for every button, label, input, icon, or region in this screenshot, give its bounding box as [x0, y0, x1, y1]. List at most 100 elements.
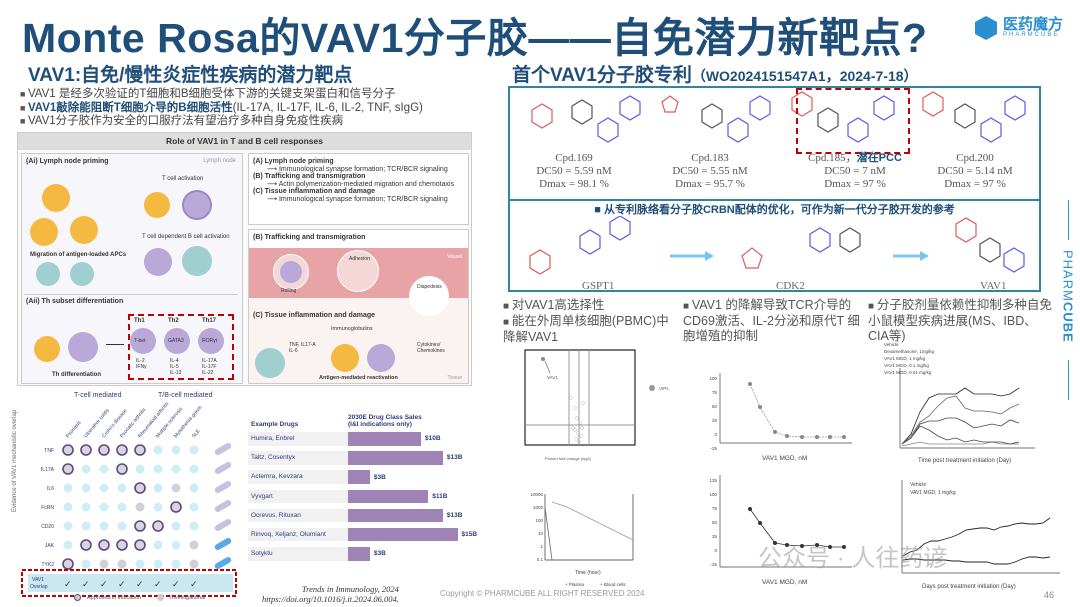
svg-text:Vehicle: Vehicle: [884, 342, 899, 347]
svg-text:125: 125: [709, 478, 717, 483]
logo-cn: 医药魔方: [1003, 16, 1064, 33]
svg-text:Time (hour): Time (hour): [575, 570, 601, 576]
svg-text:+ Blood cells: + Blood cells: [600, 582, 626, 587]
svg-text:VIPs: VIPs: [659, 386, 669, 391]
sales-bar-chart: Example Drugs 2030E Drug Class Sales (I&…: [248, 412, 480, 566]
col2-bullets: VAV1 的降解导致TCR介导的CD69激活、IL-2分泌和原代T 细胞增殖的抑…: [683, 298, 863, 344]
left-heading: VAV1:自免/慢性炎症性疾病的潜力靶点: [28, 65, 353, 86]
ms-model-chart: Vehicle Dexamethasone, 1mg/kg VAV1 MGD, …: [884, 342, 1035, 464]
sales-row: Vyvgart$11B: [248, 489, 480, 504]
volcano-plot: VAV1 VIPs Protein fold-change (log2): [524, 349, 669, 461]
svg-text:FcRN: FcRN: [41, 505, 54, 511]
svg-text:50: 50: [712, 520, 718, 525]
svg-text:100: 100: [709, 492, 717, 497]
svg-text:JAK: JAK: [45, 543, 55, 549]
svg-text:✓: ✓: [82, 579, 90, 589]
svg-text:✓: ✓: [64, 579, 72, 589]
cd69-chart: 100 75 50 25 0 -25 VAV1 MGD, nM: [709, 373, 852, 462]
col1-bullets: 对VAV1高选择性能在外周单核细胞(PBMC)中降解VAV1: [503, 298, 673, 345]
copyright: Copyright © PHARMCUBE ALL RIGHT RESERVED…: [440, 589, 645, 598]
svg-text:10: 10: [538, 531, 544, 536]
svg-text:25: 25: [712, 418, 718, 423]
svg-text:SLE: SLE: [191, 428, 202, 440]
legend-panel: (A) Lymph node priming⟶ Immunological sy…: [248, 153, 469, 225]
svg-text:Psoriasis: Psoriasis: [65, 420, 83, 440]
panel-trafficking: (B) Trafficking and transmigration Rolli…: [248, 229, 469, 384]
svg-text:CD20: CD20: [41, 524, 54, 530]
svg-text:VAV1 MGD, nM: VAV1 MGD, nM: [762, 455, 807, 462]
pcc-highlight: [796, 88, 910, 154]
panel-lymph-node: (Ai) Lymph node priming Lymph node T cel…: [21, 153, 243, 384]
sales-row: Actemra, Kevzara$3B: [248, 470, 480, 484]
svg-text:TYK2: TYK2: [41, 562, 54, 568]
svg-text:✓: ✓: [154, 579, 162, 589]
svg-text:IL17A: IL17A: [41, 467, 55, 473]
svg-text:✓: ✓: [136, 579, 144, 589]
svg-text:✓: ✓: [100, 579, 108, 589]
svg-text:0.1: 0.1: [537, 557, 544, 562]
il2-chart: 125 100 75 50 25 0 -25 VAV1 MGD, nM: [709, 475, 852, 586]
svg-text:VAV1 MGD, 0.01 mg/kg: VAV1 MGD, 0.01 mg/kg: [884, 370, 932, 375]
sales-row: Sotyktu$3B: [248, 547, 480, 561]
svg-text:✓: ✓: [190, 579, 198, 589]
svg-text:VAV1 MGD, 1 mg/kg: VAV1 MGD, 1 mg/kg: [910, 490, 956, 496]
svg-text:50: 50: [712, 404, 718, 409]
sales-row: Humira, Enbrel$10B: [248, 432, 480, 446]
page-title: Monte Rosa的VAV1分子胶——自免潜力新靶点?: [22, 15, 928, 61]
svg-text:100: 100: [709, 376, 717, 381]
svg-text:VAV1: VAV1: [547, 375, 558, 380]
svg-text:-25: -25: [710, 446, 717, 451]
th-subset-highlight: [128, 314, 234, 380]
svg-text:VAV1 MGD, nM: VAV1 MGD, nM: [762, 579, 807, 586]
svg-text:Time post treatment initiation: Time post treatment initiation (Day): [918, 458, 1011, 464]
crbn-note: ■ 从专利脉络看分子胶CRBN配体的优化，可作为新一代分子胶开发的参考: [594, 204, 955, 216]
svg-text:✓: ✓: [172, 579, 180, 589]
bullet: VAV1分子胶作为安全的口服疗法有望治疗多种自身免疫性疾病: [20, 115, 423, 129]
label-vav1: VAV1: [980, 280, 1007, 292]
svg-text:VAV1 MGD, 0.1 mg/kg: VAV1 MGD, 0.1 mg/kg: [884, 363, 929, 368]
indication-matrix: T-cell mediated T/B-cell mediated Eviden…: [12, 392, 243, 604]
cube-icon: [975, 16, 997, 40]
compound-structures: [531, 91, 1026, 143]
svg-text:25: 25: [712, 534, 718, 539]
svg-text:10000: 10000: [530, 492, 543, 497]
logo-en: PHARMCUBE: [1003, 32, 1060, 38]
svg-text:IL6: IL6: [47, 486, 54, 492]
right-heading: 首个VAV1分子胶专利（WO2024151547A1，2024-7-18）: [512, 65, 918, 86]
svg-text:1: 1: [540, 544, 543, 549]
figure-title: Role of VAV1 in T and B cell responses: [18, 133, 471, 150]
svg-text:100: 100: [535, 518, 543, 523]
svg-text:TNF: TNF: [44, 448, 54, 454]
svg-text:75: 75: [712, 390, 718, 395]
svg-text:-25: -25: [710, 562, 717, 567]
sales-row: Taltz, Cosentyx$13B: [248, 451, 480, 465]
col3-bullets: 分子胶剂量依赖性抑制多种自免小鼠模型疾病进展(MS、IBD、CIA等): [868, 298, 1053, 344]
svg-text:0: 0: [714, 548, 717, 553]
svg-text:VAV1 MGD, 1 mg/kg: VAV1 MGD, 1 mg/kg: [884, 356, 926, 361]
bullet-bold: VAV1敲除能阻断T细胞介导的B细胞活性(IL-17A, IL-17F, IL-…: [20, 102, 423, 116]
matrix-grid: Psoriasis Ulcerative colitis Crohn's dis…: [21, 402, 237, 597]
bullet: VAV1 是经多次验证的T细胞和B细胞受体下游的关键支架蛋白和信号分子: [20, 88, 423, 102]
svg-text:Dexamethasone, 1mg/kg: Dexamethasone, 1mg/kg: [884, 349, 935, 354]
ligand-evolution: [529, 216, 1025, 275]
svg-text:Protein fold-change (log2): Protein fold-change (log2): [545, 456, 592, 461]
cia-model-chart: Vehicle VAV1 MGD, 1 mg/kg Days post trea…: [901, 480, 1060, 590]
page-number: 46: [1044, 590, 1055, 600]
label-cdk2: CDK2: [776, 280, 805, 292]
svg-text:✓: ✓: [118, 579, 126, 589]
side-brand: PHARMCUBE: [1060, 200, 1076, 400]
svg-text:1000: 1000: [533, 505, 544, 510]
vav1-role-figure: Role of VAV1 in T and B cell responses (…: [17, 132, 472, 386]
svg-text:Overlap: Overlap: [30, 584, 48, 590]
svg-text:75: 75: [712, 506, 718, 511]
sales-row: Rinvoq, Xeljanz, Olumiant$15B: [248, 527, 480, 542]
svg-text:Days post treatment initiation: Days post treatment initiation (Day): [922, 584, 1016, 590]
svg-text:0: 0: [714, 432, 717, 437]
